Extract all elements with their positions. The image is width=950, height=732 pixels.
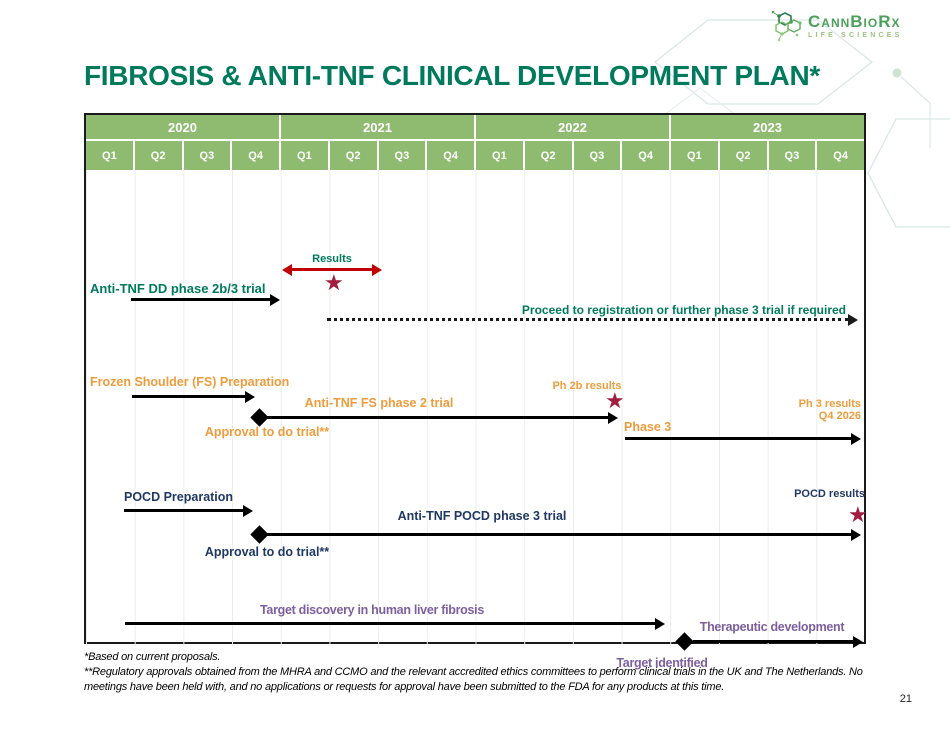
liver-discovery-arrow [125,617,665,630]
footnote-1: *Based on current proposals. [84,651,221,663]
logo-brand-text: CannBioRx [808,12,901,31]
fs-ph3-results-block: Ph 3 results Q4 2026 [741,398,861,422]
quarter-cell: Q3 [378,141,428,170]
gantt-body: Anti-TNF DD phase 2b/3 trial Results ★ P… [86,170,868,670]
footnote-2: **Regulatory approvals obtained from the… [84,666,863,693]
dd-trial-arrow [131,293,280,306]
quarter-cell: Q1 [671,141,720,170]
dd-proceed-label: Proceed to registration or further phase… [521,303,846,317]
pocd-results-star-milestone: ★ [848,502,868,527]
year-header-2021: 2021 [281,115,476,141]
pocd-prep-arrow [124,504,253,517]
target-identified-label: Target identified [616,656,708,670]
liver-discovery-label: Target discovery in human liver fibrosis [260,603,484,617]
fs-trial-arrow [266,411,618,424]
dd-trial-label: Anti-TNF DD phase 2b/3 trial [90,281,266,296]
therapeutic-development-arrow [693,635,863,648]
dd-results-double-arrow [282,263,382,276]
year-header-2023: 2023 [671,115,864,141]
dd-results-label: Results [312,253,352,265]
therapeutic-development-label: Therapeutic development [699,620,845,634]
year-header-2020: 2020 [86,115,281,141]
target-identified-diamond-milestone [675,632,694,651]
fs-phase3-label: Phase 3 [624,420,672,434]
company-logo: CannBioRx LIFE SCIENCES [766,8,903,44]
footnotes: *Based on current proposals. **Regulator… [84,650,872,695]
quarter-cell: Q3 [573,141,623,170]
quarter-cell: Q4 [817,141,864,170]
year-header-2022: 2022 [476,115,671,141]
quarter-cell: Q2 [329,141,379,170]
clinical-plan-gantt-chart: 2020 2021 2022 2023 Q1 Q2 Q3 Q4 Q1 Q2 Q3… [84,113,868,670]
pocd-approval-label: Approval to do trial** [204,545,330,559]
quarter-cell: Q1 [86,141,135,170]
pocd-prep-label: POCD Preparation [124,490,234,504]
molecule-logo-icon [771,10,802,42]
pocd-results-label: POCD results [794,488,865,500]
fs-ph2b-star-milestone: ★ [605,388,625,413]
pocd-trial-arrow [266,528,861,541]
quarter-cell: Q4 [622,141,671,170]
quarter-header-row: Q1 Q2 Q3 Q4 Q1 Q2 Q3 Q4 Q1 Q2 Q3 Q4 Q1 Q… [86,141,864,170]
fs-approval-label: Approval to do trial** [204,425,330,439]
fs-ph3-results-line2: Q4 2026 [818,410,861,422]
quarter-cell: Q1 [476,141,525,170]
year-header-row: 2020 2021 2022 2023 [86,115,864,141]
fs-ph2b-results-label: Ph 2b results [552,380,622,392]
quarter-cell: Q3 [768,141,818,170]
page-number: 21 [899,693,912,705]
dd-results-star-milestone: ★ [324,270,344,295]
dd-proceed-dotted-arrow [327,313,858,326]
fs-trial-label: Anti-TNF FS phase 2 trial [304,396,454,410]
fs-ph3-results-line1: Ph 3 results [798,398,861,410]
quarter-cell: Q3 [183,141,233,170]
logo-tagline-text: LIFE SCIENCES [808,32,903,39]
quarter-cell: Q2 [524,141,574,170]
quarter-cell: Q4 [232,141,281,170]
pocd-trial-label: Anti-TNF POCD phase 3 trial [397,509,567,523]
page-title: FIBROSIS & ANTI-TNF CLINICAL DEVELOPMENT… [84,60,820,91]
fs-prep-arrow [132,390,255,403]
fs-phase3-arrow [625,432,861,445]
quarter-cell: Q4 [427,141,476,170]
quarter-cell: Q1 [281,141,330,170]
quarter-cell: Q2 [719,141,769,170]
fs-prep-label: Frozen Shoulder (FS) Preparation [90,375,290,389]
quarter-cell: Q2 [134,141,184,170]
